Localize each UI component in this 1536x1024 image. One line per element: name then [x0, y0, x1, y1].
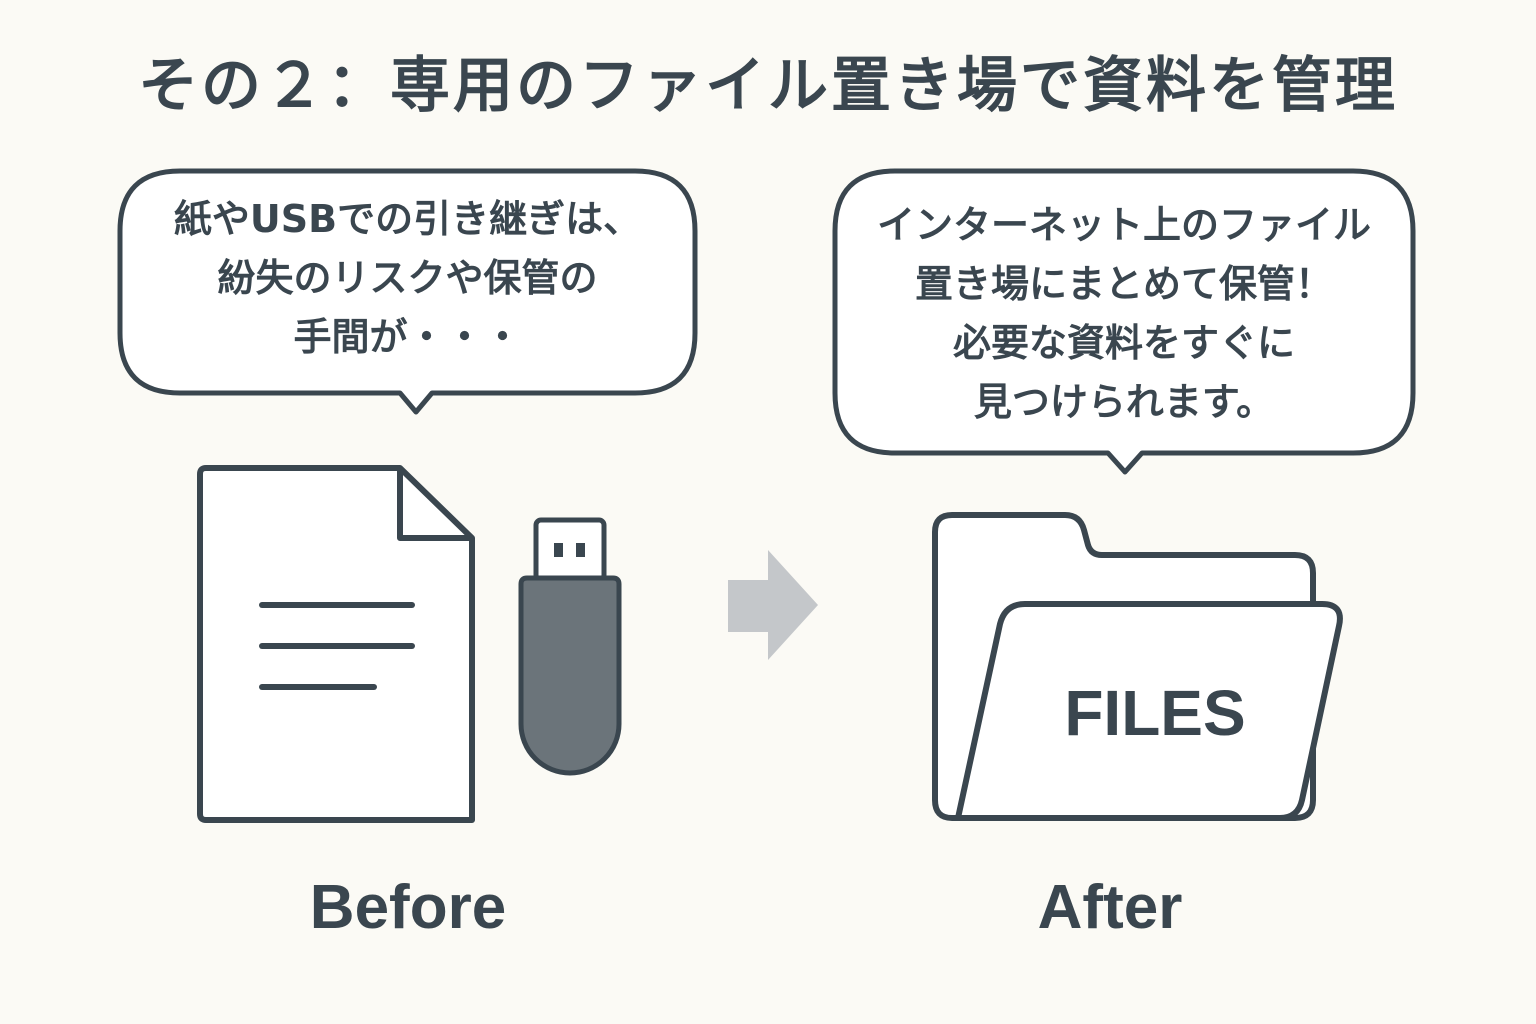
- before-bubble-line: 紙やUSBでの引き継ぎは、: [173, 197, 642, 241]
- folder-label: FILES: [1064, 677, 1245, 749]
- document-icon: [197, 465, 475, 823]
- arrow-right-icon: [728, 550, 818, 660]
- page-title: その２：専用のファイル置き場で資料を管理: [138, 51, 1398, 121]
- before-caption: Before: [309, 873, 507, 942]
- before-speech-bubble: [117, 168, 698, 415]
- before-bubble-text: 紙やUSBでの引き継ぎは、 紛失のリスクや保管の 手間が・・・: [120, 190, 695, 367]
- after-bubble-line: 必要な資料をすぐに: [952, 321, 1295, 365]
- after-bubble-line: インターネット上のファイル: [876, 203, 1371, 247]
- after-bubble-line: 置き場にまとめて保管！: [914, 262, 1333, 306]
- folder-icon: [932, 512, 1343, 821]
- before-bubble-line: 紛失のリスクや保管の: [217, 256, 598, 300]
- before-bubble-line: 手間が・・・: [293, 315, 522, 359]
- after-bubble-line: 見つけられます。: [973, 380, 1275, 424]
- usb-drive-icon: [518, 517, 622, 776]
- after-speech-bubble: [832, 168, 1416, 475]
- after-bubble-text: インターネット上のファイル 置き場にまとめて保管！ 必要な資料をすぐに 見つけら…: [835, 196, 1413, 432]
- after-caption: After: [1037, 873, 1183, 942]
